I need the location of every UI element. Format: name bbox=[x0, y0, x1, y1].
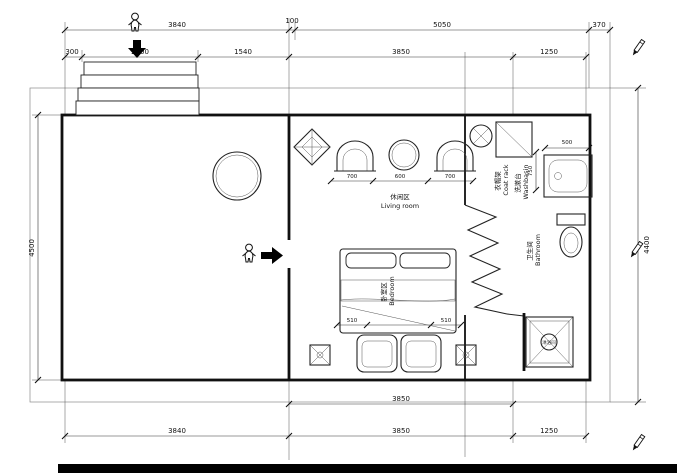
dim-living-b: 600 bbox=[395, 174, 406, 180]
living-room-label-en: Living room bbox=[381, 202, 419, 210]
shower-label: 淋浴间 bbox=[542, 339, 556, 346]
dim-top1-a: 3840 bbox=[168, 21, 186, 29]
dim-top2-d: 3850 bbox=[392, 48, 410, 56]
pen-marker-top-icon bbox=[630, 38, 646, 58]
dim-bed-a: 510 bbox=[347, 318, 358, 324]
living-room-label-cn: 休闲区 bbox=[390, 192, 410, 201]
coat-rack-label: 衣帽架 Coat rack bbox=[493, 164, 510, 195]
zigzag-partition bbox=[464, 204, 508, 315]
dim-bottom2-c: 1250 bbox=[540, 427, 558, 435]
nightstand-left bbox=[309, 344, 331, 366]
decor-diamond bbox=[293, 128, 331, 166]
extension-lines bbox=[32, 18, 646, 460]
arch-chair-left bbox=[334, 140, 376, 172]
dim-bottom2-b: 3850 bbox=[392, 427, 410, 435]
dim-counter-width: 500 bbox=[562, 140, 573, 146]
dim-counter-depth: 750 bbox=[528, 165, 534, 176]
bathroom-label: 卫生间 Bathroom bbox=[525, 234, 542, 266]
dim-living-c: 700 bbox=[445, 174, 456, 180]
armchair-right bbox=[400, 334, 442, 373]
toilet-fixture bbox=[556, 213, 586, 258]
basin-counter bbox=[543, 154, 593, 198]
person-icon-entrance bbox=[128, 12, 142, 32]
dim-top1-d: 370 bbox=[592, 21, 605, 29]
dim-bottom2-a: 3840 bbox=[168, 427, 186, 435]
building-outline bbox=[60, 113, 592, 382]
dim-living-a: 700 bbox=[347, 174, 358, 180]
shower-stall bbox=[522, 313, 574, 371]
site-boundary bbox=[29, 87, 611, 403]
down-arrow-icon bbox=[128, 40, 146, 58]
nightstand-right bbox=[455, 344, 477, 366]
coat-rack-fixture bbox=[495, 121, 533, 158]
dim-top2-a: 300 bbox=[65, 48, 78, 56]
dim-top2-c: 1540 bbox=[234, 48, 252, 56]
washbasin-fixture bbox=[469, 124, 493, 148]
entry-steps bbox=[75, 61, 200, 116]
person-icon-interior bbox=[242, 243, 256, 263]
bed bbox=[339, 248, 457, 334]
dim-top2-e: 1250 bbox=[540, 48, 558, 56]
dim-top1-b: 100 bbox=[285, 17, 298, 25]
pen-marker-bottom-icon bbox=[630, 433, 646, 453]
armchair-left bbox=[356, 334, 398, 373]
dim-bottom1-a: 3850 bbox=[392, 395, 410, 403]
footer-bar bbox=[58, 464, 677, 473]
dim-right-height: 4400 bbox=[643, 236, 651, 254]
living-table-circle bbox=[388, 139, 420, 171]
zigzag-connector bbox=[506, 313, 525, 317]
arch-chair-right bbox=[434, 140, 476, 172]
dim-left-height: 4500 bbox=[28, 239, 36, 257]
dimension-ticks bbox=[34, 26, 642, 440]
dim-bed-b: 510 bbox=[441, 318, 452, 324]
pen-marker-middle-icon bbox=[628, 240, 644, 260]
right-arrow-icon bbox=[261, 247, 283, 264]
bedroom-label: 卧室区 Bedroom bbox=[379, 276, 396, 305]
dim-top1-c: 5050 bbox=[433, 21, 451, 29]
washbasin-label: 洗漱台 Washbasin bbox=[513, 165, 530, 200]
round-table bbox=[212, 151, 262, 201]
